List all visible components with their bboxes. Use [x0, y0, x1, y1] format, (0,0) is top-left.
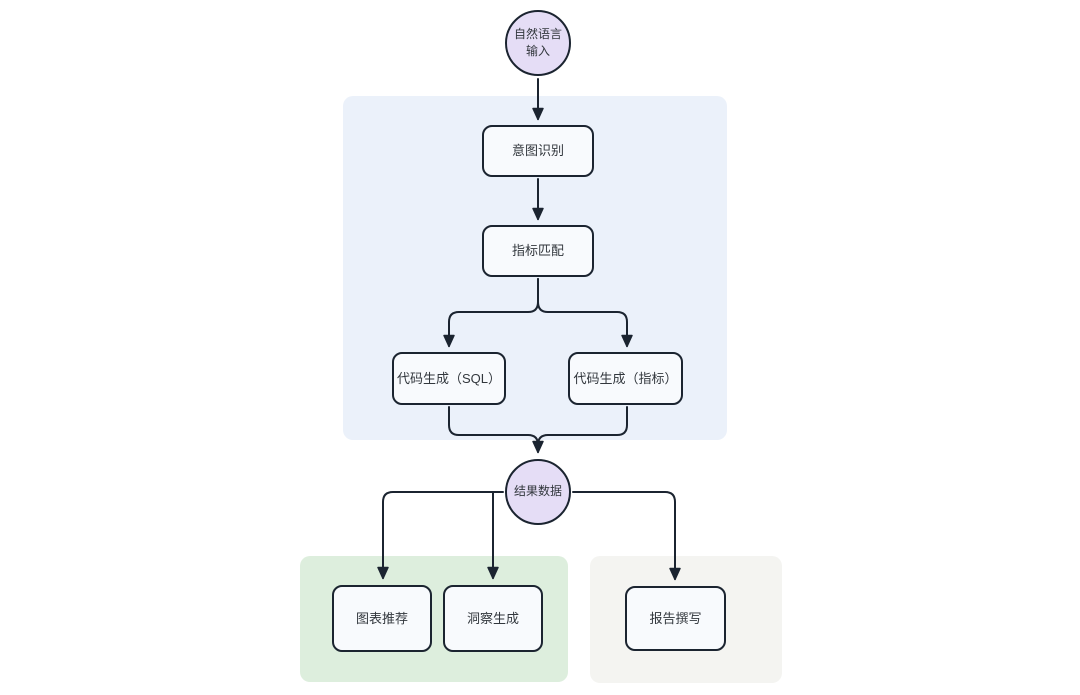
- node-label: 输入: [525, 44, 550, 58]
- node-metric-matching[interactable]: 指标匹配: [482, 225, 594, 277]
- node-code-generation-metric[interactable]: 代码生成（指标）: [568, 352, 683, 405]
- node-label: 意图识别: [511, 143, 564, 159]
- node-label: 指标匹配: [511, 243, 564, 259]
- node-label: 报告撰写: [649, 610, 702, 626]
- node-natural-language-input[interactable]: 自然语言 输入: [505, 10, 571, 76]
- node-label: 自然语言: [513, 26, 562, 41]
- node-label: 图表推荐: [355, 610, 408, 626]
- node-report-writing[interactable]: 报告撰写: [625, 586, 726, 651]
- node-chart-recommendation[interactable]: 图表推荐: [332, 585, 432, 652]
- node-label: 代码生成（指标）: [573, 370, 678, 386]
- node-insight-generation[interactable]: 洞察生成: [443, 585, 543, 652]
- node-label: 代码生成（SQL）: [396, 370, 501, 386]
- node-label: 结果数据: [513, 484, 562, 499]
- node-code-generation-sql[interactable]: 代码生成（SQL）: [392, 352, 506, 405]
- node-result-data[interactable]: 结果数据: [505, 459, 571, 525]
- node-label: 洞察生成: [466, 610, 519, 626]
- node-intent-recognition[interactable]: 意图识别: [482, 125, 594, 177]
